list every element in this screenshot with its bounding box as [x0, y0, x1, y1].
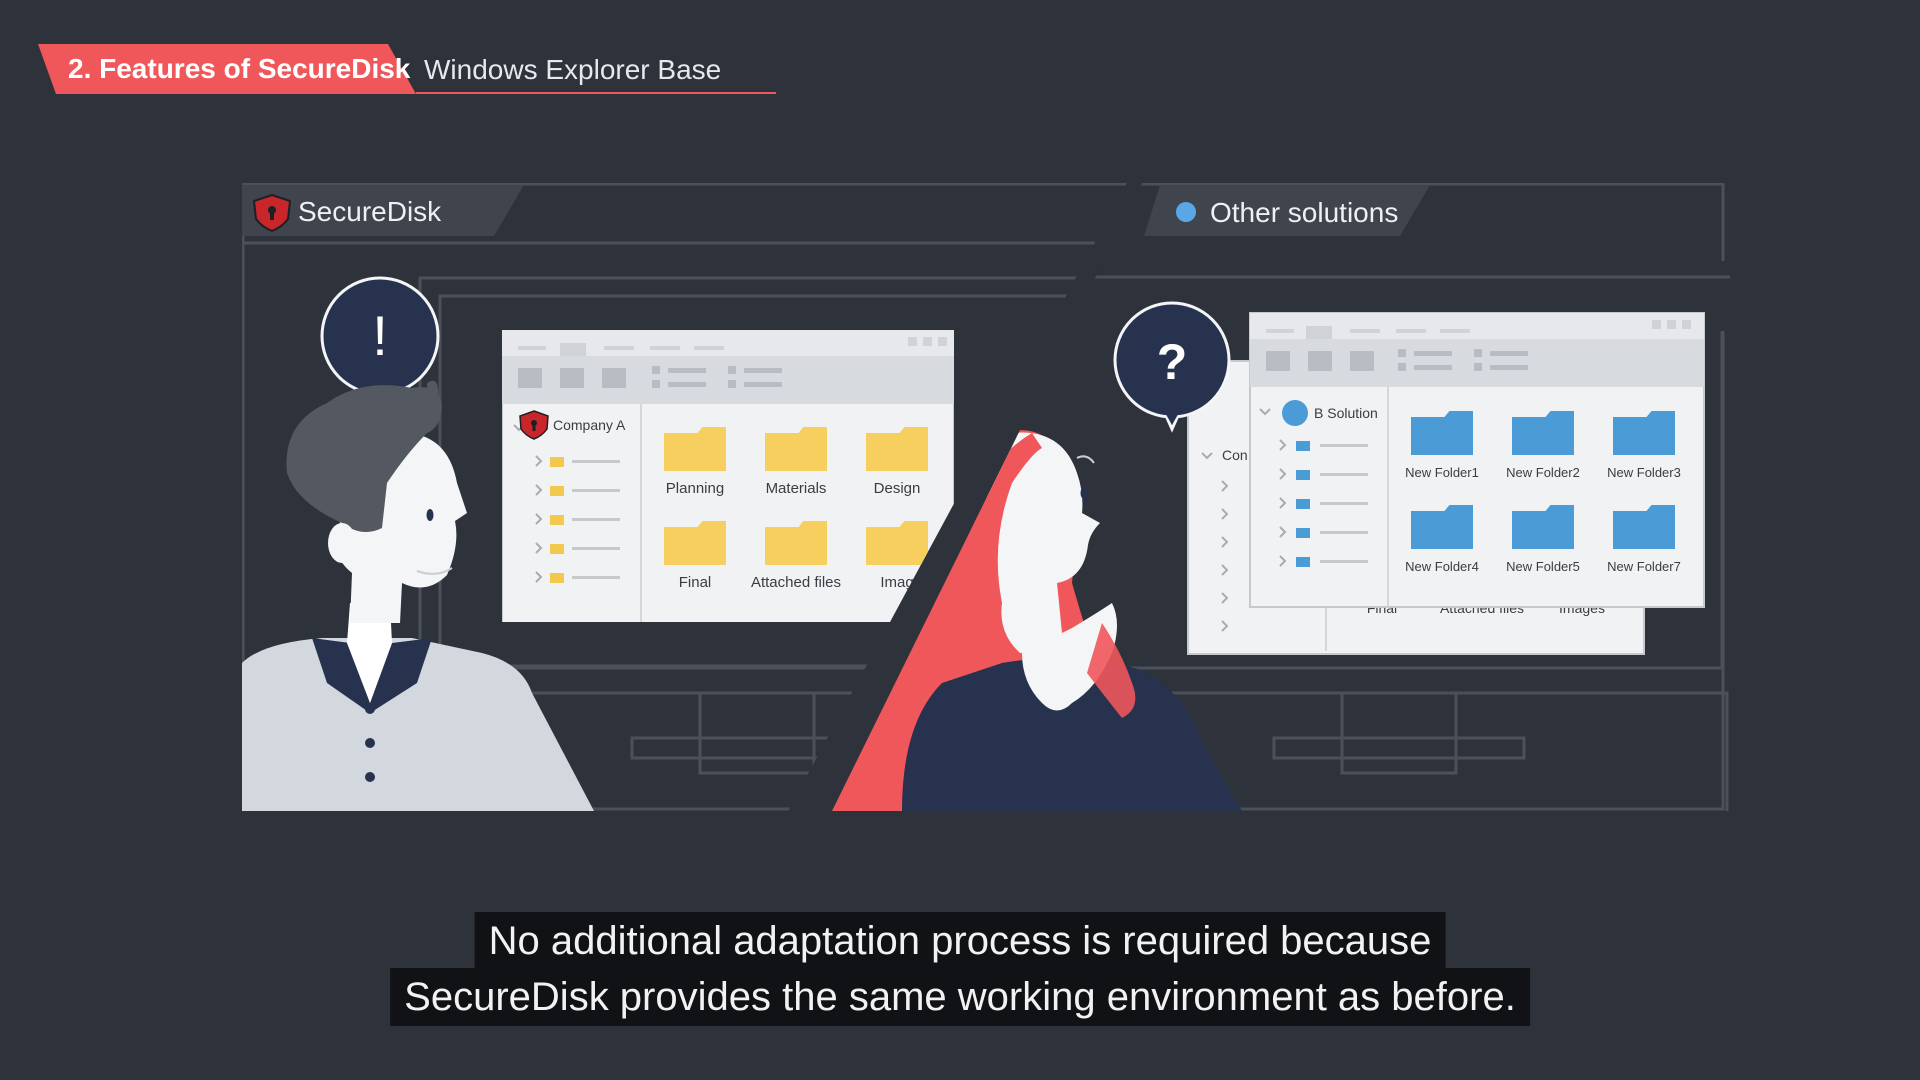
- man-illustration: [242, 380, 594, 811]
- folder-label: New Folder3: [1607, 465, 1681, 480]
- folder-label: Design: [874, 480, 921, 497]
- section-tag: [38, 44, 416, 94]
- shield-icon: [252, 193, 292, 233]
- folder-label: New Folder5: [1506, 559, 1580, 574]
- left-panel-label: SecureDisk: [298, 196, 442, 227]
- folder-icon: [866, 427, 928, 471]
- header-underline: [416, 92, 776, 94]
- folder-icon: [1613, 505, 1675, 549]
- tree-root-right: B Solution: [1314, 405, 1378, 421]
- folder-label: Final: [679, 574, 712, 591]
- folder-item-left[interactable]: Final: [664, 521, 726, 591]
- subtitle-line-1: No additional adaptation process is requ…: [474, 912, 1446, 970]
- right-panel-label: Other solutions: [1210, 197, 1398, 228]
- folder-item-left[interactable]: Materials: [765, 427, 827, 497]
- folder-icon: [765, 427, 827, 471]
- tree-root-left: Company A: [553, 417, 626, 433]
- folder-item-left[interactable]: Imag: [866, 521, 928, 591]
- b-solution-icon: [1282, 400, 1308, 426]
- dot-icon: [1176, 202, 1196, 222]
- folder-label: Imag: [880, 574, 913, 591]
- folder-icon: [1411, 411, 1473, 455]
- bubble-right-text: ?: [1157, 334, 1188, 390]
- folder-icon: [664, 521, 726, 565]
- folder-label: New Folder1: [1405, 465, 1479, 480]
- folder-label: Planning: [666, 480, 724, 497]
- folder-item-right[interactable]: New Folder4: [1405, 505, 1479, 574]
- folder-icon: [1613, 411, 1675, 455]
- folder-item-right[interactable]: New Folder1: [1405, 411, 1479, 480]
- folder-item-right[interactable]: New Folder7: [1607, 505, 1681, 574]
- section-subtitle: Windows Explorer Base: [424, 54, 722, 85]
- folder-icon: [1512, 505, 1574, 549]
- folder-icon: [765, 521, 827, 565]
- folder-item-right[interactable]: New Folder2: [1506, 411, 1580, 480]
- folder-icon: [664, 427, 726, 471]
- section-tag-text: 2. Features of SecureDisk: [68, 53, 411, 84]
- bubble-left-text: !: [372, 304, 388, 367]
- folder-label: New Folder7: [1607, 559, 1681, 574]
- folder-icon: [1512, 411, 1574, 455]
- folder-label: New Folder4: [1405, 559, 1479, 574]
- folder-item-right[interactable]: New Folder3: [1607, 411, 1681, 480]
- left-label-tab: [242, 185, 524, 236]
- folder-label: Attached files: [751, 574, 841, 591]
- folder-item-left[interactable]: Attached files: [751, 521, 841, 591]
- subtitle-line-2: SecureDisk provides the same working env…: [390, 968, 1530, 1026]
- folder-item-left[interactable]: Planning: [664, 427, 726, 497]
- right-panel: Con Final Attached files Images: [832, 183, 1730, 811]
- tree-root-back: Con: [1222, 447, 1248, 463]
- right-label-tab: [1144, 185, 1430, 236]
- folder-item-right[interactable]: New Folder5: [1506, 505, 1580, 574]
- question-bubble-icon: ?: [1113, 301, 1231, 433]
- folder-icon: [866, 521, 928, 565]
- folder-label: Materials: [766, 480, 827, 497]
- folder-label: New Folder2: [1506, 465, 1580, 480]
- folder-item-left[interactable]: Design: [866, 427, 928, 497]
- folder-icon: [1411, 505, 1473, 549]
